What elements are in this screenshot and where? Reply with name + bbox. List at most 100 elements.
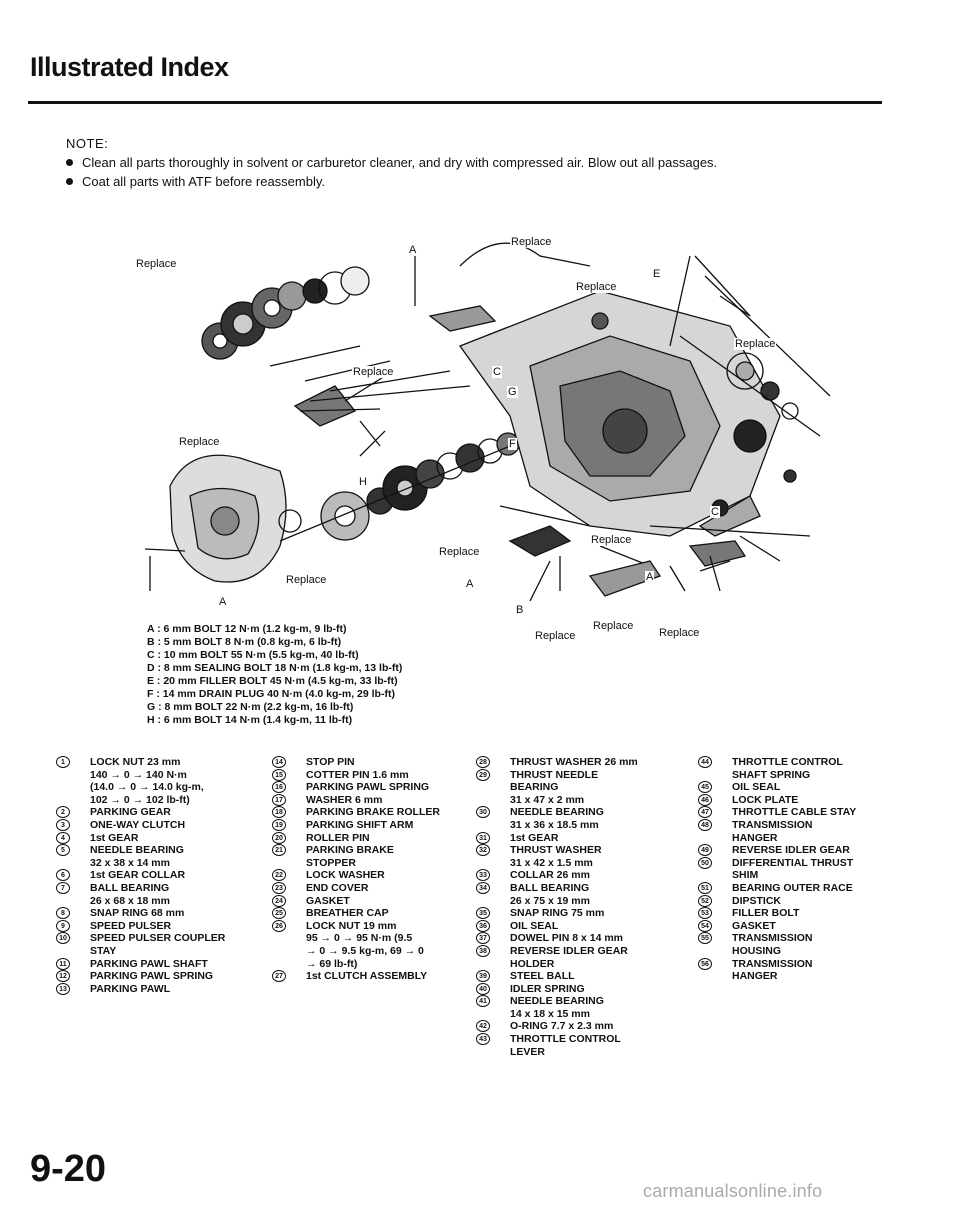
- note-text-2: Coat all parts with ATF before reassembl…: [82, 174, 326, 189]
- part-description: SPEED PULSER: [90, 919, 172, 932]
- part-description: DOWEL PIN 8 x 14 mm: [510, 932, 624, 945]
- part-number-badge: 41: [476, 995, 490, 1008]
- part-description: NEEDLE BEARING 31 x 36 x 18.5 mm: [510, 806, 604, 831]
- part-number-badge: 11: [56, 957, 70, 970]
- part-description: COLLAR 26 mm: [510, 869, 590, 882]
- part-number-badge: 51: [698, 881, 712, 894]
- part-number-badge: 18: [272, 806, 286, 819]
- part-description: BEARING OUTER RACE: [732, 881, 853, 894]
- part-number-badge: 4: [56, 831, 70, 844]
- replace-label: Replace: [658, 627, 701, 639]
- part-description: DIFFERENTIAL THRUST SHIM: [732, 856, 854, 882]
- part-item: 33 COLLAR 26 mm: [476, 869, 686, 882]
- part-number-badge: 33: [476, 869, 490, 882]
- part-description: REVERSE IDLER GEAR: [732, 844, 850, 857]
- part-description: THRUST WASHER 26 mm: [510, 756, 638, 768]
- part-number-badge: 56: [698, 957, 712, 970]
- letter-b: B: [515, 604, 525, 616]
- part-description: PARKING BRAKE STOPPER: [306, 844, 394, 869]
- part-description: 1st GEAR COLLAR: [90, 869, 186, 882]
- part-description: TRANSMISSION HANGER: [732, 818, 813, 844]
- part-number-badge: 5: [56, 844, 70, 857]
- part-number-badge: 54: [698, 919, 712, 932]
- part-description: BREATHER CAP: [306, 907, 389, 920]
- note-item: Clean all parts thoroughly in solvent or…: [66, 153, 717, 172]
- part-item: 14 STOP PIN: [272, 756, 467, 769]
- part-description: TRANSMISSION HOUSING: [732, 932, 813, 957]
- part-description: 1st GEAR: [90, 831, 139, 844]
- bolt-spec: H : 6 mm BOLT 14 N·m (1.4 kg-m, 11 lb-ft…: [147, 714, 353, 726]
- part-number-badge: 8: [56, 907, 70, 920]
- part-description: OIL SEAL: [510, 919, 559, 932]
- part-description: GASKET: [306, 894, 350, 907]
- page-title: Illustrated Index: [30, 52, 229, 82]
- part-description: END COVER: [306, 881, 369, 894]
- part-description: STOP PIN: [306, 756, 355, 768]
- part-description: GASKET: [732, 919, 776, 932]
- bolt-spec: D : 8 mm SEALING BOLT 18 N·m (1.8 kg-m, …: [147, 662, 403, 674]
- part-description: OIL SEAL: [732, 781, 781, 794]
- part-item: 11 PARKING PAWL SHAFT: [56, 957, 256, 971]
- bolt-spec: F : 14 mm DRAIN PLUG 40 N·m (4.0 kg-m, 2…: [147, 688, 395, 700]
- part-number-badge: 15: [272, 768, 286, 781]
- part-number-badge: 2: [56, 806, 70, 819]
- part-number-badge: 34: [476, 881, 490, 894]
- part-description: ONE-WAY CLUTCH: [90, 818, 186, 831]
- replace-label: Replace: [135, 258, 178, 270]
- part-number-badge: 24: [272, 894, 286, 907]
- part-number-badge: 7: [56, 881, 70, 894]
- part-number-badge: 9: [56, 919, 70, 932]
- part-description: NEEDLE BEARING 14 x 18 x 15 mm: [510, 995, 604, 1020]
- part-description: O-RING 7.7 x 2.3 mm: [510, 1020, 614, 1033]
- part-item: 4 1st GEAR: [56, 831, 256, 845]
- replace-label: Replace: [438, 546, 481, 558]
- letter-h: H: [358, 476, 368, 488]
- part-number-badge: 53: [698, 907, 712, 920]
- replace-label: Replace: [352, 366, 395, 378]
- part-number-badge: 40: [476, 982, 490, 995]
- part-description: PARKING SHIFT ARM: [306, 818, 414, 831]
- part-description: THROTTLE CONTROL SHAFT SPRING: [732, 756, 843, 781]
- bolt-spec: B : 5 mm BOLT 8 N·m (0.8 kg-m, 6 lb-ft): [147, 636, 342, 648]
- part-number-badge: 26: [272, 919, 286, 932]
- part-description: THROTTLE CABLE STAY: [732, 806, 857, 819]
- part-number-badge: 14: [272, 756, 286, 768]
- letter-f: F: [508, 438, 517, 450]
- replace-label: Replace: [590, 534, 633, 546]
- part-number-badge: 16: [272, 781, 286, 794]
- part-description: DIPSTICK: [732, 894, 782, 907]
- part-description: COTTER PIN 1.6 mm: [306, 768, 409, 781]
- part-number-badge: 21: [272, 844, 286, 857]
- part-description: PARKING BRAKE ROLLER: [306, 806, 440, 819]
- part-item: 21 PARKING BRAKE STOPPER: [272, 844, 467, 869]
- part-item: 15 COTTER PIN 1.6 mm: [272, 768, 467, 782]
- part-description: 1st GEAR: [510, 831, 559, 844]
- part-number-badge: 42: [476, 1020, 490, 1033]
- part-description: PARKING PAWL SPRING: [90, 970, 214, 983]
- part-number-badge: 38: [476, 944, 490, 957]
- part-number-badge: 31: [476, 831, 490, 844]
- part-description: PARKING PAWL SHAFT: [90, 957, 208, 970]
- part-number-badge: 29: [476, 768, 490, 781]
- part-item: 9 SPEED PULSER: [56, 919, 256, 933]
- replace-label: Replace: [534, 630, 577, 642]
- part-item: 41 NEEDLE BEARING 14 x 18 x 15 mm: [476, 995, 686, 1020]
- part-number-badge: 44: [698, 756, 712, 768]
- bullet-icon: [66, 159, 73, 166]
